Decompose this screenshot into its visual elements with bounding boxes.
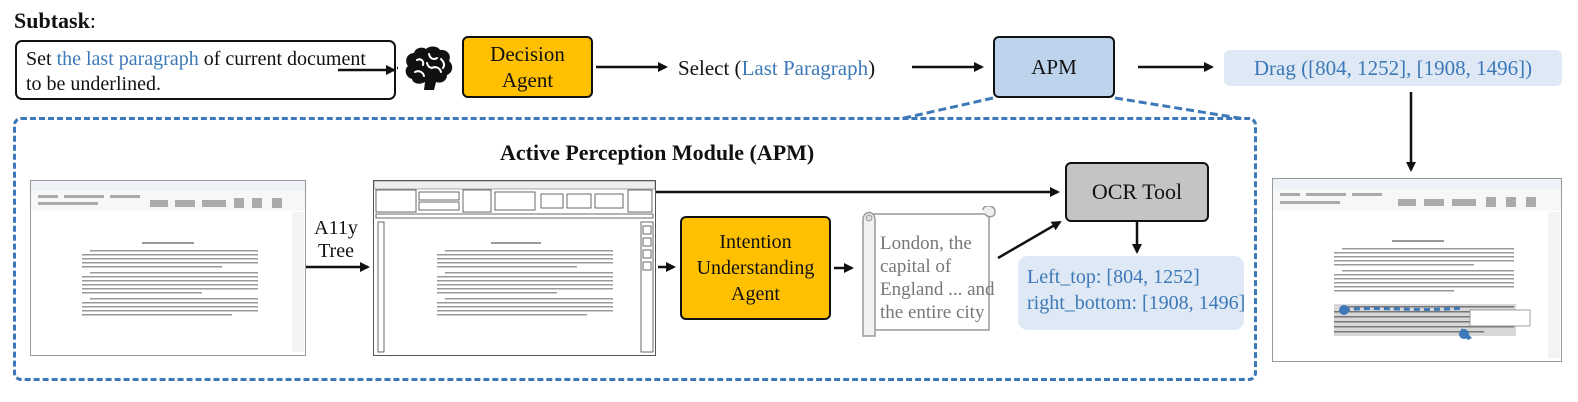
scroll-text: London, the capital of England ... and t… bbox=[880, 233, 995, 323]
brain-icon bbox=[403, 45, 455, 91]
subtask-text-highlight: the last paragraph bbox=[56, 48, 199, 70]
subtask-text-suffix: of current document to be underlined. bbox=[26, 48, 366, 95]
select-action-label: Select (Last Paragraph) bbox=[678, 56, 876, 80]
scroll-icon bbox=[857, 205, 999, 338]
subtask-title: Subtask: bbox=[14, 8, 96, 33]
input-screenshot bbox=[30, 180, 306, 356]
apm-module-frame bbox=[13, 117, 1257, 381]
drag-action-pill: Drag ([804, 1252], [1908, 1496]) bbox=[1224, 50, 1562, 86]
apm-box: APM bbox=[993, 36, 1115, 98]
a11y-tree-screenshot bbox=[373, 180, 656, 356]
ocr-tool-box: OCR Tool bbox=[1065, 162, 1209, 222]
right-bottom-coords: right_bottom: [1908, 1496] bbox=[1027, 292, 1246, 314]
coordinates-pill: Left_top: [804, 1252] right_bottom: [190… bbox=[1018, 256, 1246, 330]
subtask-text-prefix: Set bbox=[26, 48, 57, 70]
result-screenshot bbox=[1272, 178, 1562, 362]
subtask-box: Set the last paragraph of current docume… bbox=[15, 40, 396, 100]
apm-module-title: Active Perception Module (APM) bbox=[500, 140, 815, 165]
left-top-coords: Left_top: [804, 1252] bbox=[1027, 266, 1200, 288]
